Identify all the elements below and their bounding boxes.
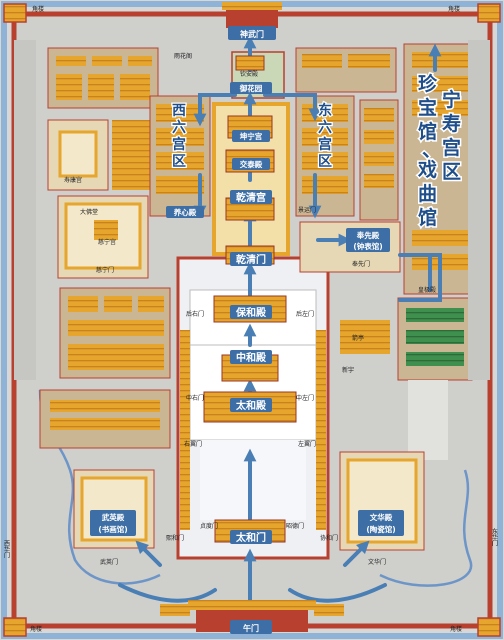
wuying-gate-label: 武英门: [100, 558, 118, 566]
yangxin-hall-label: 养心殿: [173, 207, 197, 217]
east-gate-label: 东华门: [491, 527, 498, 547]
zhonghe-hall-label: 中和殿: [236, 351, 267, 364]
east-stream: [379, 469, 473, 587]
opera-museum-1: 戏: [417, 159, 437, 181]
houzuo-gate-label: 后左门: [296, 310, 314, 318]
qianqing-palace-label: 乾清宫: [236, 191, 266, 204]
zhendu-gate-label: 贞度门: [200, 522, 218, 530]
zhaode-gate-label: 昭德门: [286, 522, 304, 530]
north-gate-label: 神武门: [240, 29, 264, 39]
treasure-gallery-4: 、: [422, 139, 441, 161]
west-court-wing: [180, 330, 190, 530]
corner-towers: 角楼 角楼 角楼 角楼: [3, 3, 501, 637]
opera-museum-3: 馆: [418, 206, 437, 229]
jianting-label: 箭亭: [352, 334, 364, 342]
west-six-palaces-2: 六: [172, 119, 186, 136]
zhongyou-gate-label: 中右门: [186, 394, 204, 402]
treasure-gallery-1: 珍: [418, 72, 438, 95]
jingyun-gate-label: 景运门: [298, 206, 316, 214]
east-six-palaces-3: 宫: [318, 136, 332, 153]
qianqing-gate-label: 乾清门: [236, 253, 266, 266]
small-labels: 钦安殿 慈宁宫 大佛堂 慈宁门 寿康宫 雨花阁 皇极殿 箭亭 后右门 后左门 中…: [64, 52, 436, 566]
east-six-palaces-4: 区: [318, 154, 332, 170]
xiehe-gate-label: 协和门: [320, 534, 338, 542]
corner-label-tr: 角楼: [448, 5, 460, 13]
wenhua-gate-label: 文华门: [368, 558, 386, 566]
south-gate: 午门: [160, 600, 344, 634]
cining-gate-label: 慈宁门: [96, 266, 114, 274]
east-six-palaces-1: 东: [318, 102, 332, 119]
corner-label-tl: 角楼: [32, 5, 44, 13]
ceramics-museum-label: (陶瓷馆): [366, 524, 395, 534]
yuhua-label: 雨花阁: [174, 52, 192, 60]
cining-label: 慈宁宫: [98, 238, 116, 246]
corner-label-bl: 角楼: [30, 625, 42, 633]
xihe-gate-label: 熙和门: [166, 534, 184, 542]
shoukang-label: 寿康宫: [64, 176, 82, 184]
wenhua-hall-label: 文华殿: [370, 512, 393, 522]
treasure-gallery-3: 馆: [418, 120, 437, 143]
opera-museum-2: 曲: [418, 183, 437, 205]
wuying-hall-label: 武英殿: [102, 512, 125, 522]
zhongzuo-gate-label: 中左门: [296, 394, 314, 402]
zuoyi-gate-label: 左翼门: [298, 440, 316, 448]
youyi-gate-label: 右翼门: [184, 440, 202, 448]
south-gate-label: 午门: [243, 623, 259, 633]
fengxian-gate-label: 奉先门: [352, 260, 370, 268]
west-gate-label: 西华门: [3, 540, 10, 559]
painting-museum-label: (书画馆): [98, 524, 127, 534]
north-gate: 神武门: [222, 2, 282, 40]
ningshou-palace-1: 宁: [442, 88, 461, 111]
ningshou-palace-2: 寿: [442, 112, 461, 135]
hall-label-boxes: 太和门 太和殿 中和殿 保和殿 乾清门 乾清宫 交泰殿 坤宁宫 御花园 养心殿 …: [90, 82, 404, 544]
clock-museum-label: (钟表馆): [353, 241, 382, 251]
west-six-palaces-4: 区: [172, 154, 186, 170]
ningshou-palace-3: 宫: [442, 136, 461, 159]
xinyu-label: 新宇: [342, 366, 354, 374]
kunning-palace-label: 坤宁宫: [240, 131, 263, 141]
fengxian-hall-label: 奉先殿: [356, 230, 380, 240]
taihe-gate-label: 太和门: [235, 531, 266, 544]
ningshou-palace-4: 区: [442, 161, 461, 183]
corner-label-br: 角楼: [450, 625, 462, 633]
west-six-palaces-3: 宫: [172, 136, 186, 153]
east-six-palaces-2: 六: [318, 119, 332, 136]
taihe-hall-label: 太和殿: [235, 399, 267, 412]
west-six-palaces-1: 西: [172, 103, 186, 119]
treasure-gallery-2: 宝: [418, 96, 437, 119]
huangji-label: 皇极殿: [418, 286, 436, 294]
dafotang-label: 大佛堂: [80, 208, 98, 216]
qinan-label: 钦安殿: [240, 70, 258, 78]
zone-labels: 西 六 宫 区 东 六 宫 区 珍 宝 馆 、 宁 寿 宫 区 戏 曲 馆: [171, 71, 463, 231]
houyou-gate-label: 后右门: [186, 310, 204, 318]
jiaotai-hall-label: 交泰殿: [240, 159, 263, 169]
west-buildings: [14, 40, 211, 549]
east-court-wing: [316, 330, 326, 530]
imperial-garden-label: 御花园: [239, 83, 263, 93]
taihe-plaza: [200, 440, 306, 520]
baohe-hall-label: 保和殿: [235, 306, 267, 319]
